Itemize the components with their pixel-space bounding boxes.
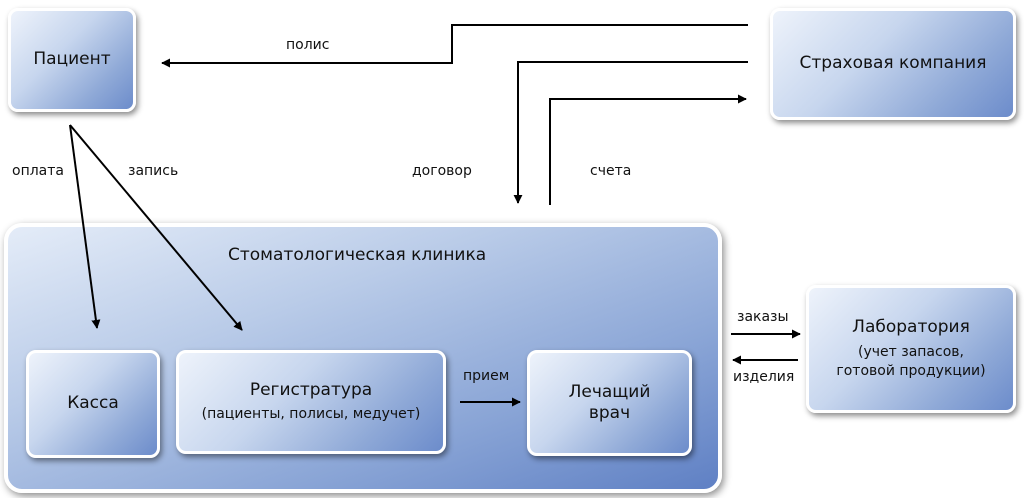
laboratory-node: Лаборатория (учет запасов, готовой проду…	[806, 285, 1016, 413]
label-invoices: счета	[590, 163, 632, 179]
edge-appointment	[69, 124, 243, 331]
patient-node: Пациент	[8, 8, 136, 112]
cashier-title: Касса	[67, 393, 119, 414]
insurer-node: Страховая компания	[770, 8, 1016, 120]
label-contract: договор	[412, 163, 472, 179]
laboratory-subtitle-line2: готовой продукции)	[836, 362, 986, 379]
patient-title: Пациент	[33, 49, 111, 70]
insurer-title: Страховая компания	[799, 53, 987, 74]
laboratory-title: Лаборатория	[852, 317, 970, 338]
label-reception: прием	[463, 368, 510, 384]
registry-node: Регистратура (пациенты, полисы, медучет)	[176, 350, 446, 454]
doctor-title-line2: врач	[588, 403, 631, 423]
label-products: изделия	[733, 369, 795, 385]
laboratory-subtitle-line1: (учет запасов,	[858, 343, 964, 360]
doctor-node: Лечащий врач	[527, 350, 692, 456]
label-policy: полис	[286, 37, 330, 53]
doctor-title-line1: Лечащий	[568, 381, 651, 402]
label-payment: оплата	[12, 163, 64, 179]
cashier-node: Касса	[26, 350, 160, 458]
edge-invoices	[549, 94, 747, 205]
registry-title: Регистратура	[249, 379, 373, 400]
edge-policy	[161, 24, 748, 68]
edge-contract	[513, 61, 748, 204]
label-appointment: запись	[128, 163, 179, 179]
label-orders: заказы	[737, 309, 789, 325]
clinic-title: Стоматологическая клиника	[228, 245, 487, 265]
edge-payment	[69, 124, 101, 329]
registry-subtitle: (пациенты, полисы, медучет)	[201, 406, 421, 423]
